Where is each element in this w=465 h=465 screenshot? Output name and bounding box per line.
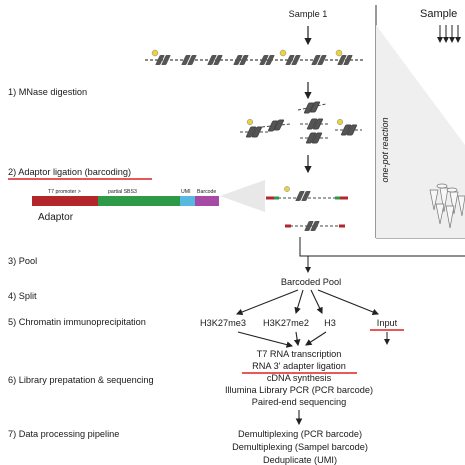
step-6-label: 6) Library prepatation & sequencing [8,375,154,385]
library-step-1: T7 RNA transcription [257,349,342,359]
one-pot-label: one-pot reaction [380,117,390,182]
library-step-2: RNA 3' adapter ligation [252,361,346,371]
tubes-illustration [429,183,465,229]
ip-h3k27me2: H3K27me2 [263,318,309,328]
step-3-label: 3) Pool [8,256,37,266]
adaptor-label: Adaptor [38,212,74,223]
ip-h3: H3 [324,318,336,328]
barcoded-pool-label: Barcoded Pool [281,277,341,287]
sbs3-label: partial SBS3 [108,189,137,195]
step-4-label: 4) Split [8,291,37,301]
step-7-label: 7) Data processing pipeline [8,429,119,439]
ip-input: Input [377,318,398,328]
ip-h3k27me3: H3K27me3 [200,318,246,328]
t7-promoter-segment [32,196,98,206]
digested-nucleosomes [240,101,362,144]
library-step-4: Illumina Library PCR (PCR barcode) [225,385,373,395]
t7-label: T7 promoter > [48,189,81,195]
sample-2-label: Sample [420,8,457,20]
barcode-segment [195,196,219,206]
step-5-label: 5) Chromatin immunoprecipitation [8,317,146,327]
sample-1-label: Sample 1 [289,9,328,19]
step-1-label: 1) MNase digestion [8,87,87,97]
umi-segment [180,196,195,206]
adaptor-construct: T7 promoter > partial SBS3 UMI Barcode A… [32,180,265,223]
pipeline-step-1: Demultiplexing (PCR barcode) [238,429,362,439]
library-step-3: cDNA synthesis [267,373,332,383]
umi-label: UMI [181,189,191,195]
chromatin-fiber [145,49,365,65]
barcode-label: Barcode [197,189,216,195]
merge-arrows [237,331,327,348]
pool-bracket [299,237,465,273]
barcoded-nucleosomes [266,186,348,231]
step-2-label: 2) Adaptor ligation (barcoding) [8,167,131,177]
pipeline-step-2: Demultiplexing (Sampel barcode) [232,442,368,452]
split-arrows [235,289,380,316]
library-step-5: Paired-end sequencing [252,397,347,407]
sample-2-arrows [437,25,461,43]
pipeline-step-3: Deduplicate (UMI) [263,455,337,465]
sbs3-segment [98,196,180,206]
